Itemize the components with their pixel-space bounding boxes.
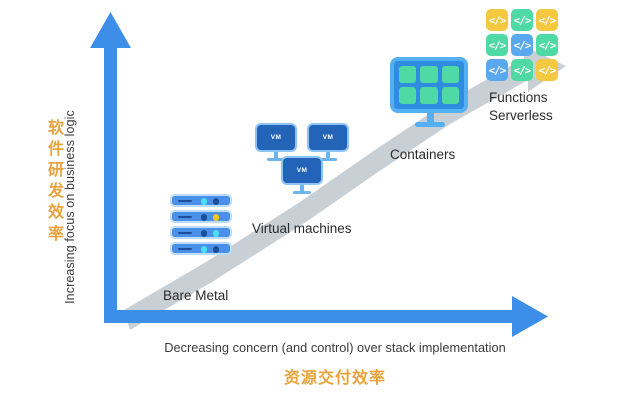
y-axis-label-chinese: 软 件 研 发 效 率 [44,118,68,245]
container-monitor-screen [390,57,468,113]
monitor-base [267,158,285,161]
vm-monitor: VM [281,156,323,194]
monitor-grid-icon [390,57,470,127]
vm-monitor-text: VM [322,134,334,141]
code-glyph-icon: </> [488,38,507,52]
code-glyph-icon: </> [513,13,532,27]
code-glyph-icon: </> [538,38,557,52]
monitor-base [415,122,445,127]
x-axis-label-chinese: 资源交付效率 [283,370,386,387]
vm-monitor: VM [307,123,349,161]
server-led-icon [201,214,208,221]
code-glyph-icon: </> [488,63,507,77]
x-axis-label-english: Decreasing concern (and control) over st… [164,340,506,355]
code-tile: </> [486,9,508,31]
server-unit [170,194,232,207]
code-glyph-icon: </> [488,13,507,27]
server-unit [170,210,232,223]
code-glyph-icon: </> [538,13,557,27]
server-led-icon [213,198,220,205]
monitor-neck [426,113,434,122]
y-axis-cn-char-2: 件 [47,141,64,159]
server-dash-icon [178,232,192,235]
monitor-neck [326,152,330,158]
y-axis-cn-char-4: 发 [47,183,64,201]
code-glyph-icon: </> [513,63,532,77]
server-led-icon [213,230,220,237]
stage-label-functions-serverless: Functions Serverless [489,89,553,125]
server-led-icon [201,198,208,205]
server-dash-icon [178,216,192,219]
y-axis-cn-char-1: 软 [47,120,64,137]
server-rack-icon [170,194,232,258]
server-led-icon [213,214,220,221]
stage-label-virtual-machines: Virtual machines [252,221,352,236]
monitor-neck [300,185,304,191]
code-tile: </> [536,34,558,56]
code-tile: </> [511,34,533,56]
vm-monitor-screen: VM [255,123,297,152]
stage-label-serverless: Serverless [489,108,553,124]
vm-monitor-screen: VM [281,156,323,185]
code-tile: </> [536,59,558,81]
container-cell [420,66,438,83]
vm-monitor: VM [255,123,297,161]
code-tile: </> [511,9,533,31]
code-tile-grid-icon: </> </> </> </> </> </> </> </> </> [486,9,558,81]
monitor-vm-icon: VM VM VM [255,123,351,215]
code-tile: </> [486,59,508,81]
container-cell [441,87,459,104]
server-unit [170,226,232,239]
container-cell [420,87,438,104]
code-tile: </> [536,9,558,31]
code-glyph-icon: </> [513,38,532,52]
stage-label-functions: Functions [489,90,548,105]
server-unit [170,242,232,255]
server-dash-icon [178,200,192,203]
stage-label-containers: Containers [390,147,456,162]
code-tile: </> [511,59,533,81]
y-axis-cn-char-5: 效 [47,204,64,222]
code-tile: </> [486,34,508,56]
monitor-neck [274,152,278,158]
server-led-icon [201,230,208,237]
stage-label-bare-metal: Bare Metal [163,288,229,303]
y-axis-cn-char-6: 率 [47,225,64,243]
vm-monitor-text: VM [270,134,282,141]
y-axis-cn-char-3: 研 [47,162,64,180]
code-glyph-icon: </> [538,63,557,77]
server-dash-icon [178,248,192,251]
container-cell [399,66,417,83]
server-led-icon [201,246,208,253]
server-led-icon [213,246,220,253]
container-cell [441,66,459,83]
monitor-base [293,191,311,194]
container-cell [399,87,417,104]
vm-monitor-screen: VM [307,123,349,152]
monitor-base [319,158,337,161]
vm-monitor-text: VM [296,167,308,174]
